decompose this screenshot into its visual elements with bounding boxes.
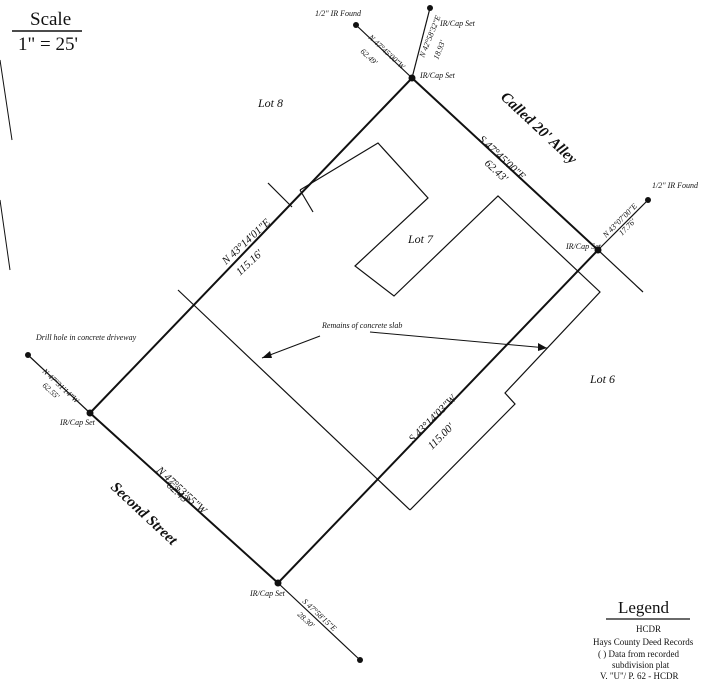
property-boundary <box>88 76 600 585</box>
scale-title: Scale <box>30 9 71 30</box>
scale-value: 1" = 25' <box>18 34 78 55</box>
monument-south <box>274 579 282 587</box>
legend: Legend HCDR Hays County Deed Records ( )… <box>593 598 694 679</box>
monument-north <box>408 74 416 82</box>
monument-top-left <box>353 22 359 28</box>
monument-west <box>86 409 94 417</box>
slab-arrow-right <box>369 331 548 349</box>
legend-line-3: ( ) Data from recorded <box>598 649 679 659</box>
label-cap-set-top-right: IR/Cap Set <box>439 19 476 28</box>
slab-arrowhead-right <box>538 343 547 351</box>
scale-block: Scale 1" = 25' <box>12 9 82 55</box>
monument-right <box>645 197 651 203</box>
legend-line-1: HCDR <box>636 624 661 634</box>
monument-drill-hole <box>25 352 31 358</box>
concrete-slab-outline <box>299 142 601 511</box>
monument-east <box>594 246 602 254</box>
label-cap-set-south: IR/Cap Set <box>249 589 286 598</box>
legend-line-2: Hays County Deed Records <box>593 637 694 647</box>
tie-line-top-right <box>411 7 431 79</box>
label-iron-found-top: 1/2" IR Found <box>315 9 362 18</box>
monument-top-right <box>427 5 433 11</box>
distance-tie-top-right: 18.93' <box>432 39 448 61</box>
lot-8-label: Lot 8 <box>257 96 283 110</box>
lot-line-lot7-lot8 <box>177 289 411 511</box>
slab-arrowhead-left <box>262 351 272 358</box>
slab-edge <box>299 189 314 213</box>
monument-bottom <box>357 657 363 663</box>
lot-7-label: Lot 7 <box>407 232 434 246</box>
tie-line-bottom <box>277 582 361 661</box>
lot-line-tick <box>267 182 293 208</box>
alley-extension <box>597 249 644 293</box>
tie-line-left <box>27 354 91 414</box>
label-drill-hole: Drill hole in concrete driveway <box>35 333 137 342</box>
legend-line-5: V. "U"/ P. 62 - HCDR <box>600 671 678 679</box>
tie-line-right <box>597 199 649 251</box>
label-cap-set-west: IR/Cap Set <box>59 418 96 427</box>
tie-line-top-left <box>355 24 413 79</box>
distance-tie-top-left: 62.49' <box>359 47 380 67</box>
label-cap-set-east: IR/Cap Set <box>565 242 602 251</box>
legend-title: Legend <box>618 598 669 617</box>
legend-line-4: subdivision plat <box>612 660 670 670</box>
margin-marks <box>0 59 13 271</box>
label-cap-set-north: IR/Cap Set <box>419 71 456 80</box>
slab-note: Remains of concrete slab <box>321 321 402 330</box>
slab-arrow-left <box>261 335 321 359</box>
lot-6-label: Lot 6 <box>589 372 615 386</box>
label-iron-found-right: 1/2" IR Found <box>652 181 699 190</box>
